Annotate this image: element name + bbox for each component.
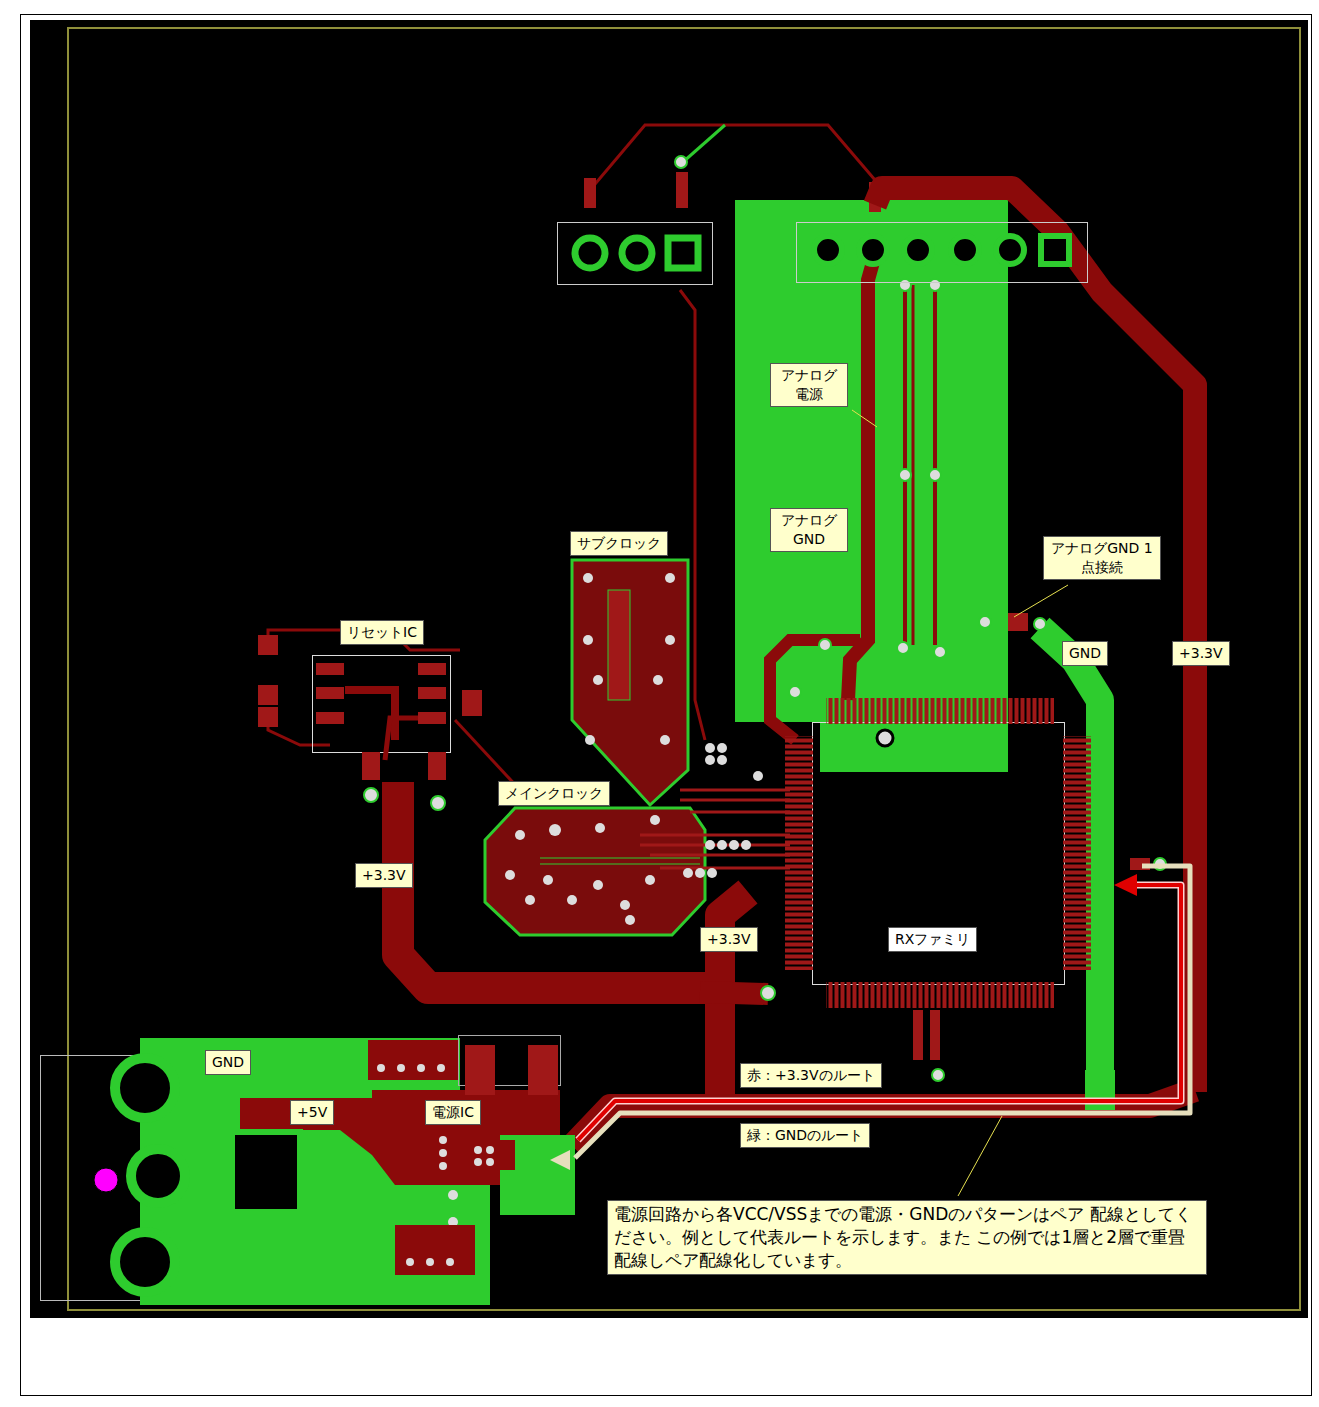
label-text: メインクロック <box>505 784 603 803</box>
label-text: 電源回路から各VCC/VSSまでの電源・GNDのパターンはペア 配線としてくださ… <box>614 1203 1200 1272</box>
label-text: +3.3V <box>362 866 406 885</box>
label-text: サブクロック <box>577 534 661 553</box>
label-text: GND <box>1069 644 1101 663</box>
label-text: アナログ 電源 <box>777 366 841 404</box>
label-text: 電源IC <box>432 1103 474 1122</box>
part-label: メインクロック <box>498 781 610 806</box>
net-label: +3.3V <box>700 927 758 952</box>
part-label: アナログGND 1点接続 <box>1043 536 1161 580</box>
label-text: +5V <box>297 1103 327 1122</box>
label-text: +3.3V <box>1179 644 1223 663</box>
part-label: 電源IC <box>425 1100 481 1125</box>
label-text: 緑：GNDのルート <box>747 1126 863 1145</box>
part-label: RXファミリ <box>888 927 977 952</box>
label-text: +3.3V <box>707 930 751 949</box>
part-label: アナログ 電源 <box>770 363 848 407</box>
label-text: アナログ GND <box>777 511 841 549</box>
label-text: RXファミリ <box>895 930 970 949</box>
part-label: サブクロック <box>570 531 668 556</box>
part-label: アナログ GND <box>770 508 848 552</box>
net-label: +3.3V <box>355 863 413 888</box>
part-label: リセットIC <box>340 620 424 645</box>
label-text: アナログGND 1点接続 <box>1050 539 1154 577</box>
net-label: GND <box>205 1050 251 1075</box>
net-label: +3.3V <box>1172 641 1230 666</box>
net-label: GND <box>1062 641 1108 666</box>
label-text: 赤：+3.3Vのルート <box>747 1066 875 1085</box>
route-label: 緑：GNDのルート <box>740 1123 870 1148</box>
note-box: 電源回路から各VCC/VSSまでの電源・GNDのパターンはペア 配線としてくださ… <box>607 1200 1207 1275</box>
route-label: 赤：+3.3Vのルート <box>740 1063 882 1088</box>
label-text: リセットIC <box>347 623 417 642</box>
label-text: GND <box>212 1053 244 1072</box>
net-label: +5V <box>290 1100 334 1125</box>
